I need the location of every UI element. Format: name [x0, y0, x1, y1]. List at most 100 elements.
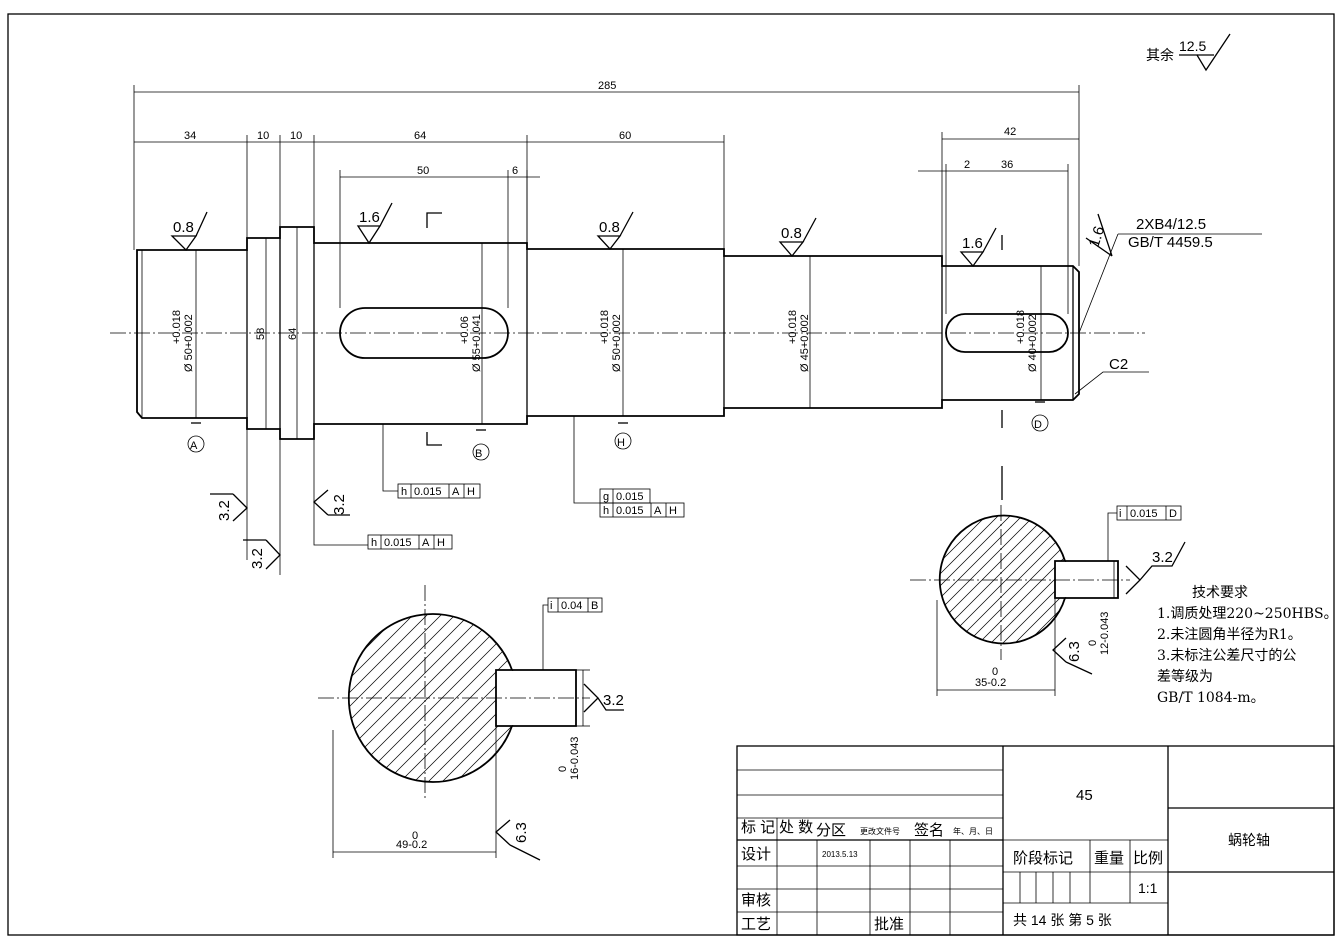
gdt-value: 0.015 [1130, 508, 1158, 520]
requirement-2: 2.未注圆角半径为R1。 [1157, 627, 1302, 643]
roughness-0-8-c: 0.8 [778, 217, 817, 258]
requirement-1: 1.调质处理220~250HBS。 [1157, 606, 1338, 622]
hatch-line [493, 614, 512, 783]
col-zone: 分区 [816, 822, 846, 839]
diameter-A: Ø 50+0.002 +0.018 [171, 250, 197, 418]
section-left-depth-dim: 49-0.2 0 [332, 726, 497, 858]
roughness-0-8-a: 0.8 [170, 211, 208, 252]
datum-B: B [472, 429, 490, 461]
gdt-value: 0.015 [616, 491, 644, 503]
roughness-value: 6.3 [1066, 641, 1083, 662]
requirement-3-cont: 差等级为 [1157, 668, 1213, 685]
hatch-line [997, 515, 1065, 644]
gdt-datum: A [422, 537, 430, 549]
col-sign: 签名 [914, 822, 944, 839]
datum-B-text: B [475, 448, 482, 460]
roughness-value: 1.6 [359, 209, 380, 226]
center-hole-line2: GB/T 4459.5 [1128, 234, 1213, 251]
gdt-datum: B [591, 600, 598, 612]
diameter-D: Ø 40+0.002 +0.018 [1015, 266, 1042, 400]
roughness-value: 0.8 [781, 225, 802, 242]
hatch-line [348, 614, 415, 783]
dim-64: 64 [414, 130, 426, 142]
roughness-value: 3.2 [1152, 549, 1173, 566]
roughness-value: 3.2 [249, 548, 266, 569]
diameter-64: 64 [287, 227, 299, 439]
roughness-0-8-b: 0.8 [596, 211, 634, 251]
dim-6: 6 [512, 165, 518, 177]
requirement-3: 3.未标注公差尺寸的公 [1157, 648, 1296, 664]
diameter-H: Ø 50+0.002 +0.018 [599, 249, 624, 416]
gdt-frame-3: h 0.015 A H [313, 439, 453, 550]
dim-50: 50 [417, 165, 429, 177]
scale-value: 1:1 [1138, 880, 1158, 896]
requirements-title: 技术要求 [1192, 585, 1248, 601]
hatch-line [348, 614, 457, 783]
design-date: 2013.5.13 [822, 850, 858, 859]
roughness-value: 0.8 [599, 219, 620, 236]
roughness-value: 0.8 [173, 219, 194, 236]
keyway-left [339, 307, 509, 359]
dia-B-text: Ø 55+0.041 [471, 314, 483, 372]
roughness-1-6-c: 1.6 [1085, 213, 1113, 257]
weight-label: 重量 [1094, 850, 1124, 867]
gdt-symbol: i [1119, 508, 1121, 520]
dimension-keyway-left: 50 6 [339, 165, 540, 308]
section-view-right [782, 505, 1130, 660]
general-roughness-value: 12.5 [1179, 38, 1206, 54]
dia-B-tol: +0.06 [459, 316, 471, 344]
dia-64-text: 64 [287, 328, 299, 340]
scale-label: 比例 [1133, 850, 1163, 867]
hatch-line [348, 614, 443, 783]
center-hole-callout: 2XB4/12.5 GB/T 4459.5 [1078, 216, 1262, 334]
dim-36: 36 [1001, 159, 1013, 171]
hatch-line [939, 515, 974, 644]
datum-A: A [187, 422, 205, 453]
gdt-symbol: h [603, 505, 609, 517]
dimension-right-end: 42 2 36 [918, 126, 1079, 314]
left-depth-dim-upper: 0 [412, 830, 418, 842]
material: 45 [1076, 787, 1093, 804]
gdt-datum: H [467, 486, 475, 498]
left-key-dim-upper: 0 [557, 766, 569, 772]
roughness-value: 1.6 [1086, 224, 1109, 249]
dim-10b: 10 [290, 130, 302, 142]
hatch-line [423, 614, 512, 783]
hatch-line [939, 515, 1010, 644]
gdt-frame-1: h 0.015 A H [382, 424, 481, 499]
hatch-line [961, 515, 1065, 644]
dim-total-text: 285 [598, 80, 616, 92]
roughness-value: 1.6 [962, 235, 983, 252]
hatch-line [353, 614, 512, 783]
shaft-outline [136, 226, 1080, 440]
dim-2: 2 [964, 159, 970, 171]
right-key-dim: 12-0.043 [1099, 612, 1111, 655]
right-depth-dim: 35-0.2 [975, 677, 1006, 689]
hatch-line [939, 515, 950, 644]
left-key-dim: 16-0.043 [569, 737, 581, 780]
hatch-line [437, 614, 512, 783]
hatch-line [130, 600, 330, 800]
hatch-line [949, 515, 1065, 644]
dia-A-tol: +0.018 [171, 310, 183, 344]
hatch-line [367, 614, 512, 783]
datum-A-text: A [190, 440, 198, 452]
roughness-1-6-b: 1.6 [959, 227, 997, 268]
datum-D: D [1031, 401, 1049, 432]
keyway-right [945, 313, 1069, 353]
stage-mark-label: 阶段标记 [1013, 850, 1073, 867]
dia-58-text: 58 [255, 328, 267, 340]
roughness-1-6-a: 1.6 [356, 202, 393, 245]
hatch-line [348, 614, 359, 783]
dia-D-tol: +0.018 [1015, 310, 1027, 344]
hatch-line [348, 614, 429, 783]
section-right-key-dim: 12-0.043 0 [1087, 561, 1115, 655]
diameter-45: Ø 45+0.002 +0.018 [787, 256, 811, 408]
hatch-line [782, 505, 937, 660]
left-depth-dim: 49-0.2 [396, 839, 427, 851]
hatch-line [348, 614, 512, 783]
col-count: 处 数 [779, 819, 813, 836]
roughness-3-2-d: 3.2 [583, 683, 624, 713]
chamfer-text: C2 [1109, 356, 1128, 373]
